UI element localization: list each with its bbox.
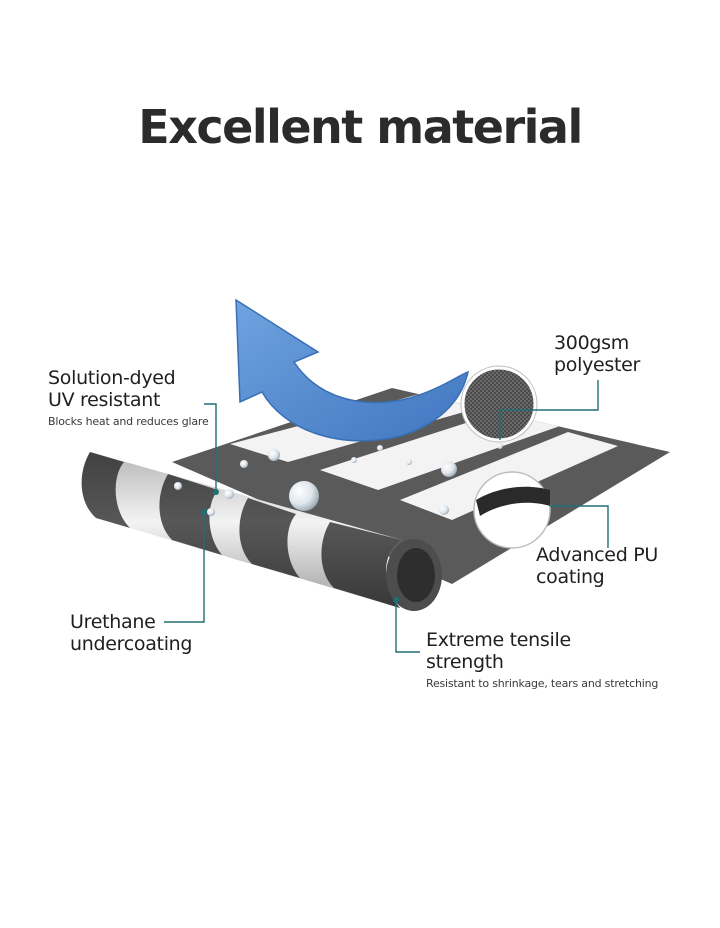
callout-uv-line2: UV resistant [48,389,161,411]
callout-tensile-sub: Resistant to shrinkage, tears and stretc… [426,677,659,690]
water-droplets [174,443,503,516]
callout-tensile-line1: Extreme tensile [426,629,571,651]
callout-pu-line1: Advanced PU [536,544,658,566]
callout-polyester-line2: polyester [554,354,641,376]
callout-pu-coating: Advanced PU coating [536,544,658,588]
polyester-magnifier [460,365,538,443]
callout-urethane: Urethane undercoating [70,611,192,655]
callout-polyester-line1: 300gsm [554,332,629,354]
callout-urethane-line2: undercoating [70,633,193,655]
pu-coating-magnifier [473,471,551,549]
callout-urethane-line1: Urethane [70,611,156,633]
callout-tensile-strength: Extreme tensile strength Resistant to sh… [426,629,658,691]
callout-uv-sub: Blocks heat and reduces glare [48,415,209,428]
page-title: Excellent material [138,100,583,154]
callout-tensile-line2: strength [426,651,504,673]
leader-dots [201,489,399,603]
callout-uv-line1: Solution-dyed [48,367,176,389]
leader-lines [164,380,609,653]
callout-uv-resistant: Solution-dyed UV resistant Blocks heat a… [48,367,209,429]
rolled-edge [81,452,442,611]
callout-polyester: 300gsm polyester [554,332,640,376]
callout-pu-line2: coating [536,566,605,588]
uv-reflect-arrow-icon [235,298,470,442]
